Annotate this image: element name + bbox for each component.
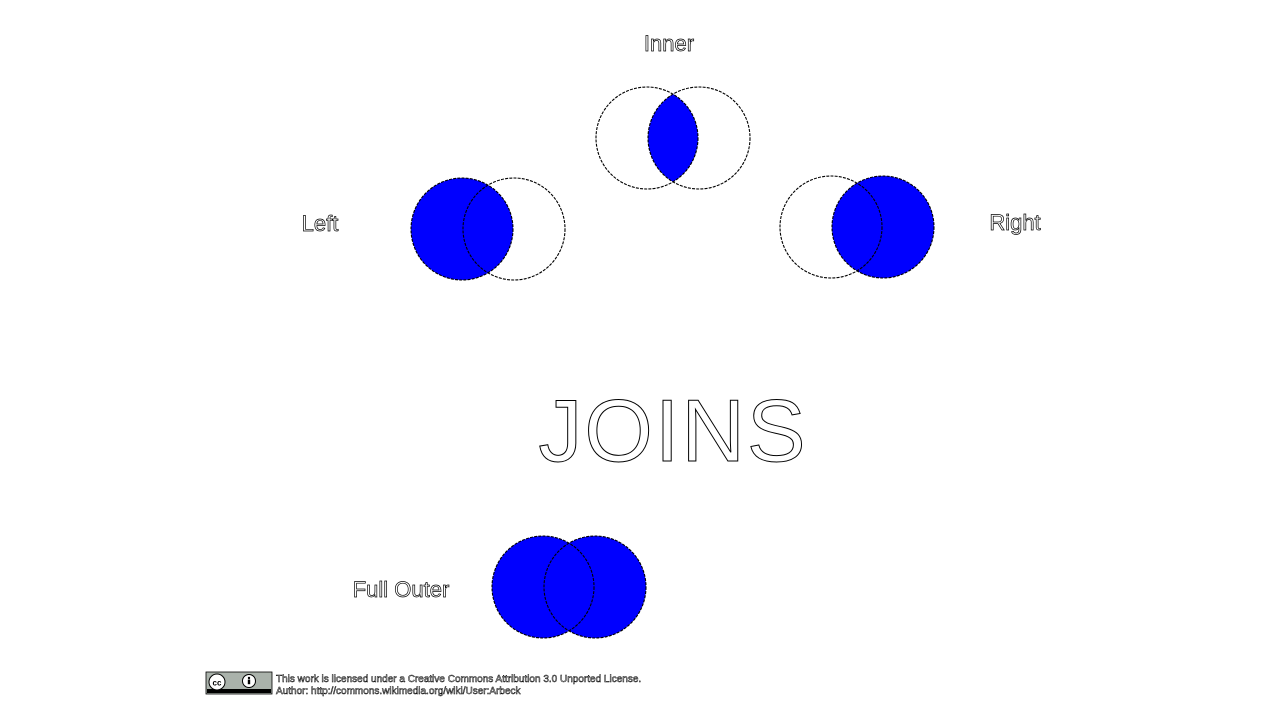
venn-inner-right-circle <box>647 86 751 190</box>
venn-inner <box>595 86 751 190</box>
venn-inner-intersection <box>648 87 698 189</box>
venn-full-outer <box>491 535 647 639</box>
venn-left <box>410 177 566 281</box>
license-text-line1: This work is licensed under a Creative C… <box>276 674 641 685</box>
page-title: JOINS <box>538 381 807 480</box>
label-right: Right <box>989 210 1040 235</box>
label-full-outer: Full Outer <box>353 577 450 602</box>
venn-left-right-circle <box>462 177 566 281</box>
venn-left-left-circle <box>410 177 514 281</box>
venn-right <box>779 175 935 279</box>
venn-full-outer-right-circle <box>543 535 647 639</box>
label-inner: Inner <box>644 31 694 56</box>
venn-full-outer-left-circle <box>491 535 595 639</box>
venn-full-outer-right-fill <box>544 536 646 638</box>
venn-right-right-circle <box>831 175 935 279</box>
venn-left-fill <box>411 178 513 280</box>
svg-text:cc: cc <box>213 679 222 688</box>
venn-inner-left-circle <box>595 86 699 190</box>
venn-right-fill <box>832 176 934 278</box>
cc-by-icon[interactable]: cc <box>205 671 273 695</box>
venn-right-left-circle <box>779 175 883 279</box>
license-author-link[interactable]: Author: http://commons.wikimedia.org/wik… <box>276 686 522 698</box>
label-left: Left <box>302 211 339 236</box>
